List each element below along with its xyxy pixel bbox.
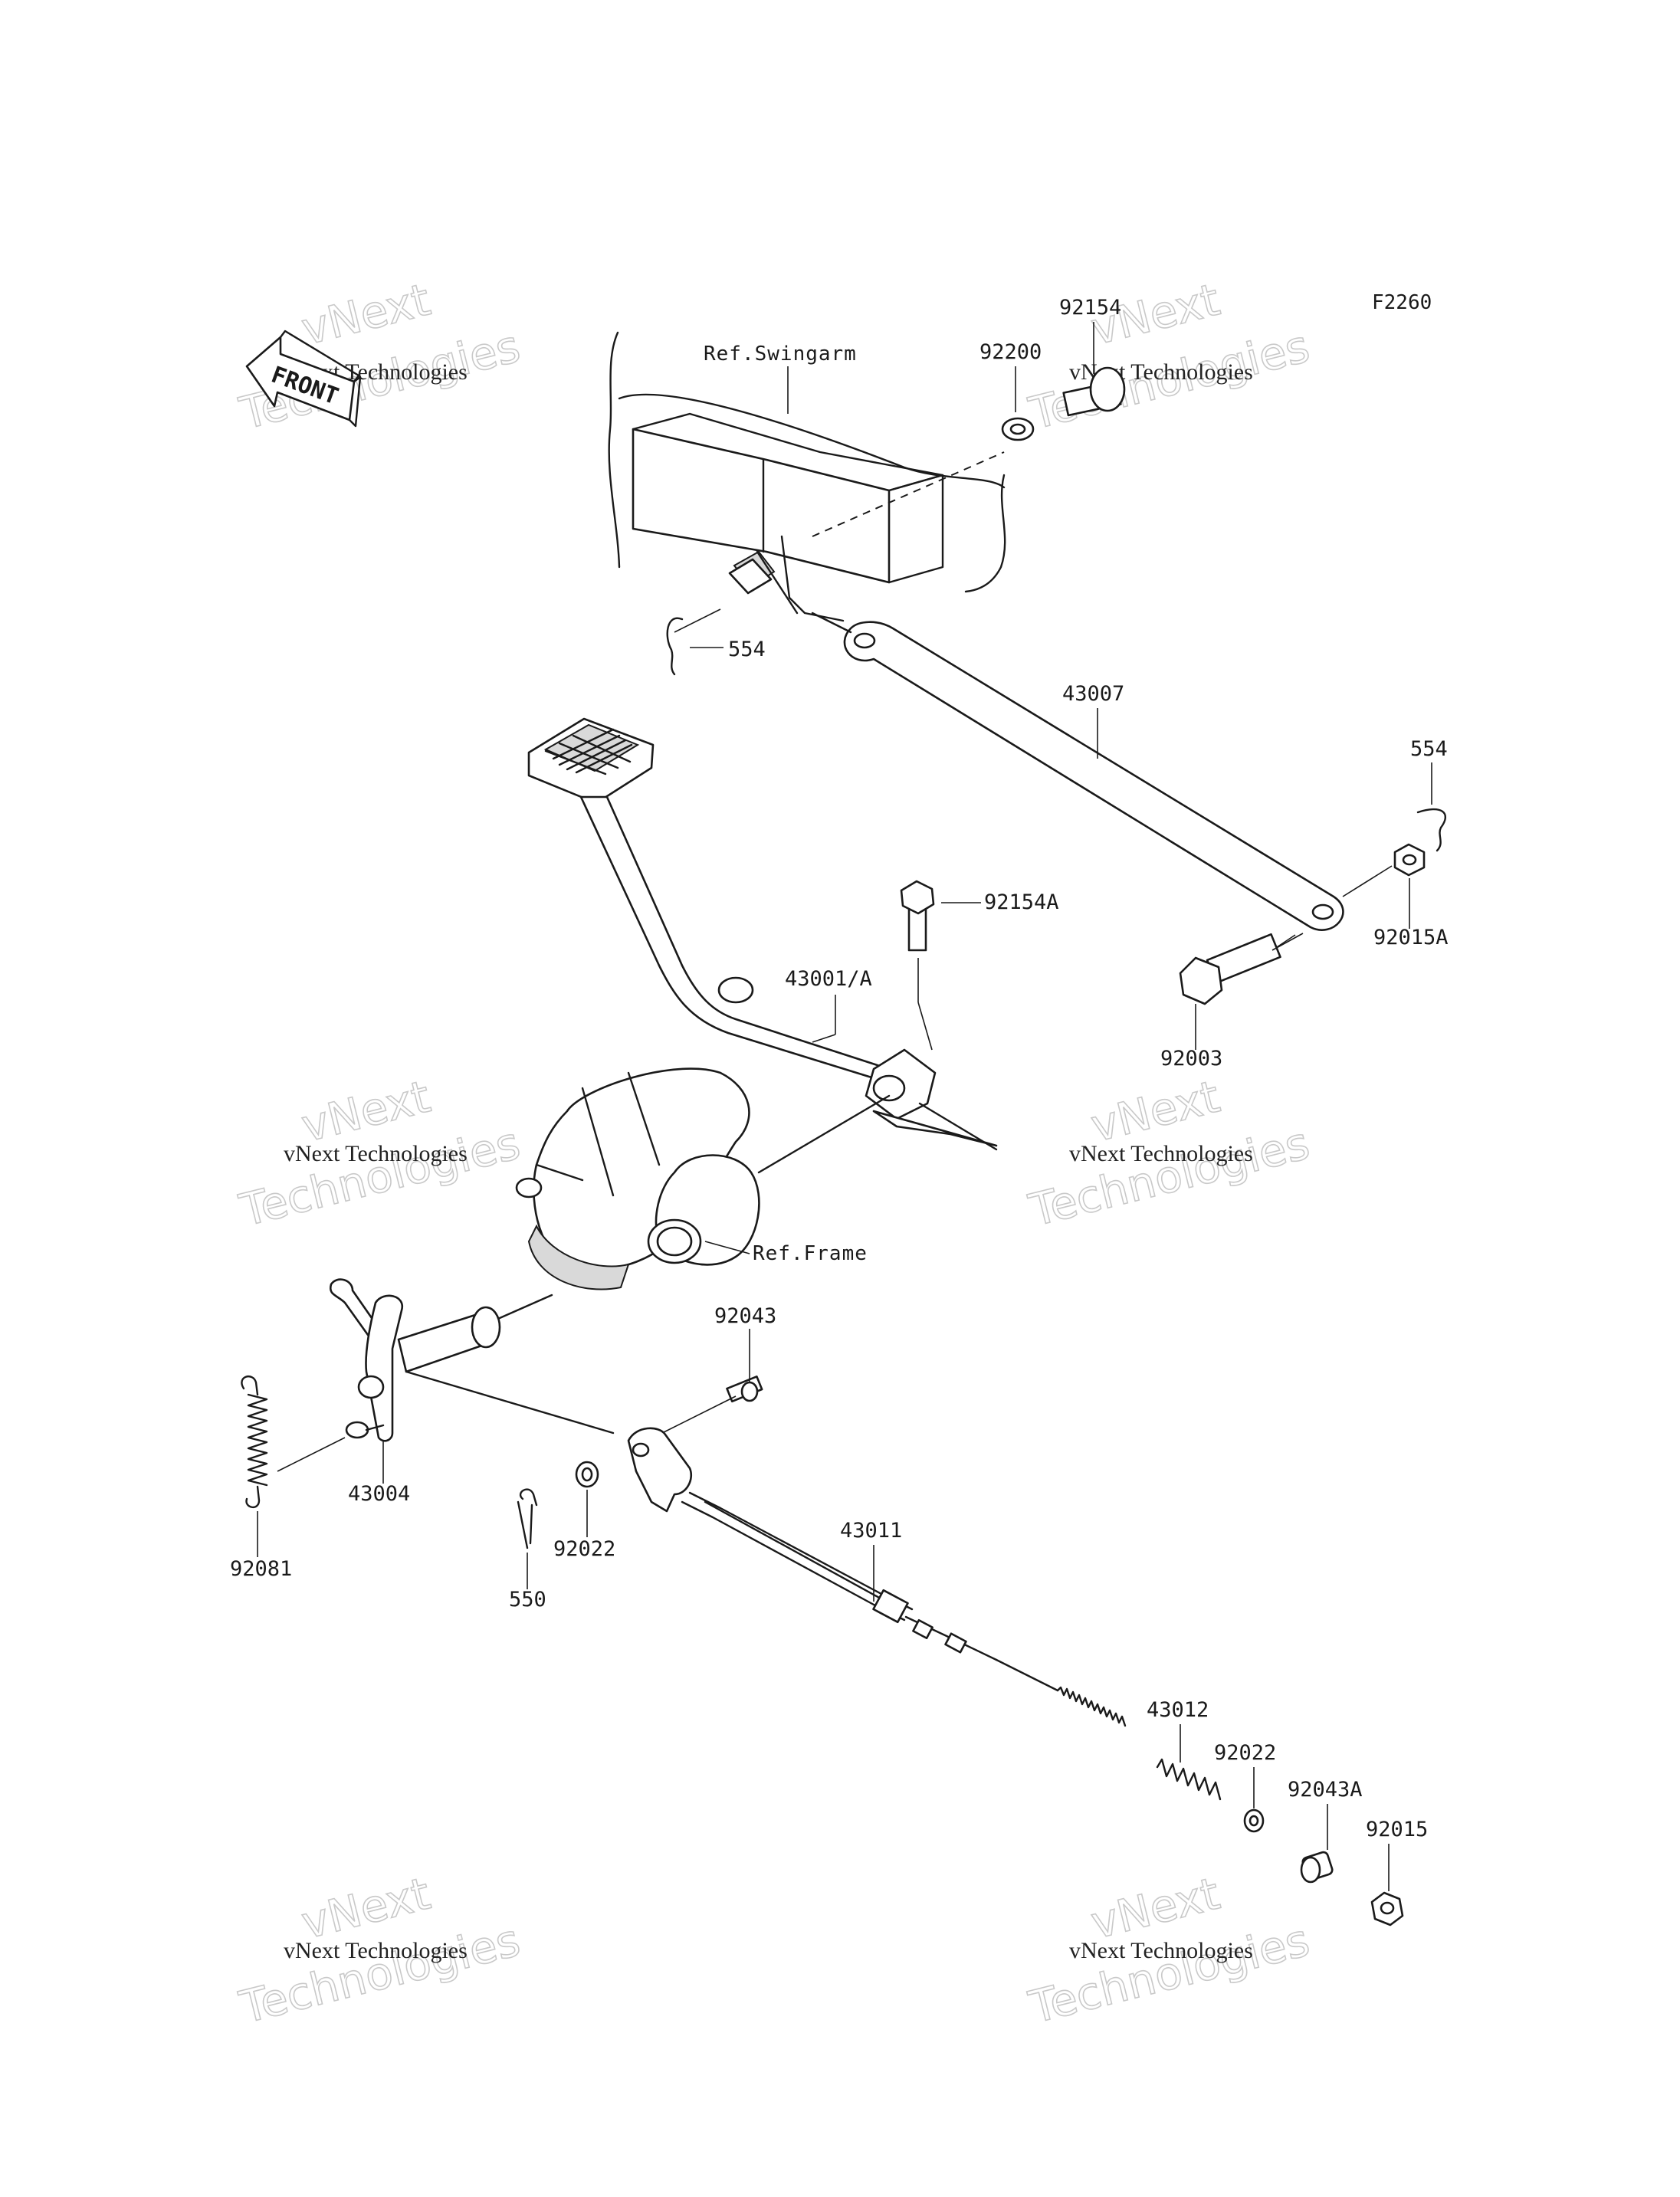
bolt-92154A: [900, 880, 981, 1051]
spring-92081: [241, 1375, 268, 1557]
watermark-bottom-left: vNext Technologies vNext Technologies: [234, 1867, 526, 2035]
label-92154A: 92154A: [984, 890, 1059, 914]
clip-554-upper: [666, 608, 724, 676]
brake-pedal-43001A: [527, 717, 998, 1151]
watermark-large: Technologies: [1024, 1117, 1314, 1236]
watermark-mid-left: vNext Technologies vNext Technologies: [234, 1070, 526, 1238]
pin-92043: [661, 1329, 763, 1434]
watermark-large: Technologies: [235, 1913, 525, 2033]
label-92200: 92200: [979, 340, 1042, 364]
label-92015A: 92015A: [1373, 926, 1449, 949]
brake-cable-43011: [627, 1427, 1127, 1727]
watermark-large: Technologies: [235, 1117, 525, 1236]
watermark-small: vNext: [297, 1867, 435, 1949]
watermark-line: vNext Technologies: [284, 1141, 468, 1166]
label-92022-upper: 92022: [553, 1537, 615, 1561]
watermark-line: vNext Technologies: [1069, 1141, 1253, 1166]
nut-92015: [1370, 1844, 1404, 1926]
watermark-bottom-right: vNext Technologies vNext Technologies: [1023, 1867, 1315, 2035]
watermark-small: vNext: [1086, 1071, 1225, 1153]
washer-92200: [1001, 366, 1035, 441]
label-92022-lower: 92022: [1214, 1741, 1276, 1765]
label-92154: 92154: [1059, 296, 1121, 320]
label-43007: 43007: [1062, 682, 1124, 706]
washer-92022-upper: [575, 1461, 599, 1537]
label-92015: 92015: [1366, 1818, 1428, 1841]
spring-43012: [1156, 1724, 1222, 1801]
cotter-pin-550: [517, 1488, 538, 1589]
label-92003: 92003: [1160, 1047, 1222, 1071]
watermark-large: Technologies: [1024, 1913, 1314, 2033]
swingarm-reference: Ref.Swingarm: [608, 331, 1006, 622]
pin-92043A: [1300, 1804, 1334, 1884]
swingarm-ref-label: Ref.Swingarm: [704, 343, 857, 366]
watermark-small: vNext: [297, 274, 435, 356]
watermark-line: vNext Technologies: [1069, 1938, 1253, 1963]
label-43012: 43012: [1147, 1698, 1209, 1722]
label-43004: 43004: [348, 1482, 410, 1506]
clip-554-right: [1416, 762, 1446, 852]
shaft-arm-43004: [277, 1278, 615, 1484]
washer-92022-lower: [1243, 1767, 1265, 1833]
label-92043A: 92043A: [1288, 1778, 1363, 1802]
watermark-small: vNext: [1086, 1867, 1225, 1949]
label-43001A: 43001/A: [785, 967, 872, 991]
label-554-upper: 554: [728, 638, 766, 661]
bolt-92003: [1179, 933, 1304, 1050]
label-92043: 92043: [714, 1304, 776, 1328]
watermark-line: vNext Technologies: [284, 1938, 468, 1963]
watermark-mid-right: vNext Technologies vNext Technologies: [1023, 1070, 1315, 1238]
frame-ref-label: Ref.Frame: [753, 1242, 868, 1265]
label-92081: 92081: [230, 1557, 292, 1581]
watermark-small: vNext: [297, 1071, 435, 1153]
bolt-92154: [1062, 322, 1126, 417]
frame-reference: Ref.Frame: [515, 1067, 891, 1290]
diagram-code: F2260: [1372, 291, 1432, 314]
brake-rod-43007: [811, 612, 1344, 951]
nut-92015A: [1342, 843, 1426, 929]
label-43011: 43011: [840, 1519, 902, 1543]
label-550: 550: [509, 1588, 546, 1612]
label-554-right: 554: [1410, 737, 1448, 761]
